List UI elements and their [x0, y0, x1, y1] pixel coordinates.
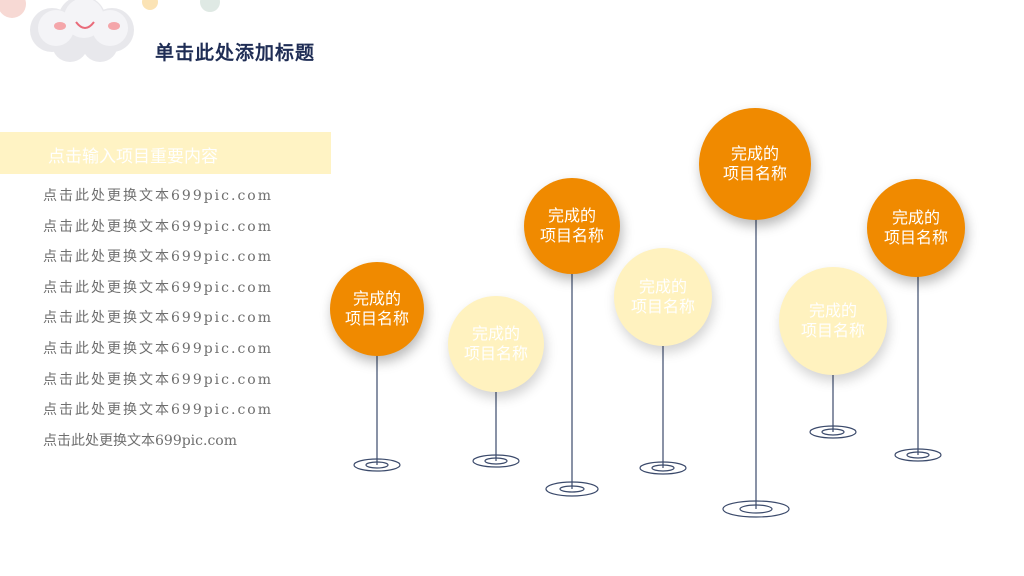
bubble-line-1: 完成的	[638, 277, 687, 296]
text-line[interactable]: 点击此处更换文本699pic.com	[43, 218, 273, 235]
base-ring	[639, 461, 687, 475]
bubble-line-1: 完成的	[547, 206, 596, 225]
text-list: 点击此处更换文本699pic.com 点击此处更换文本699pic.com 点击…	[43, 186, 273, 461]
project-bubble[interactable]: 完成的 项目名称	[614, 248, 712, 346]
base-ring	[484, 457, 508, 465]
project-bubble[interactable]: 完成的 项目名称	[330, 262, 424, 356]
bubble-line-1: 完成的	[808, 301, 857, 320]
base-ring	[365, 461, 389, 469]
text-line[interactable]: 点击此处更换文本699pic.com	[43, 279, 273, 296]
bubble-line-1: 完成的	[730, 144, 779, 163]
project-bubble[interactable]: 完成的 项目名称	[524, 178, 620, 274]
bubble-line-2: 项目名称	[539, 226, 604, 245]
base-ring	[651, 464, 675, 472]
base-ring	[559, 485, 585, 493]
base-ring	[894, 448, 942, 462]
project-bubble[interactable]: 完成的 项目名称	[448, 296, 544, 392]
bubble-line-2: 项目名称	[722, 164, 787, 183]
text-line[interactable]: 点击此处更换文本699pic.com	[43, 340, 273, 357]
base-ring	[739, 504, 773, 514]
base-ring	[722, 500, 790, 518]
base-ring	[821, 428, 845, 436]
text-line[interactable]: 点击此处更换文本699pic.com	[43, 249, 273, 266]
bubble-line-2: 项目名称	[344, 309, 409, 328]
bubble-line-1: 完成的	[352, 289, 401, 308]
page-title[interactable]: 单击此处添加标题	[155, 42, 316, 64]
content-banner: 点击输入项目重要内容	[0, 132, 331, 174]
base-ring	[472, 454, 520, 468]
project-bubble[interactable]: 完成的 项目名称	[779, 267, 887, 375]
text-line[interactable]: 点击此处更换文本699pic.com	[43, 310, 273, 327]
base-ring	[545, 481, 599, 497]
bubble-line-1: 完成的	[891, 208, 940, 227]
cloud-face-icon	[0, 0, 220, 62]
bubble-line-2: 项目名称	[800, 321, 865, 340]
banner-text[interactable]: 点击输入项目重要内容	[48, 147, 218, 167]
text-line[interactable]: 点击此处更换文本699pic.com	[43, 432, 237, 449]
text-line[interactable]: 点击此处更换文本699pic.com	[43, 402, 273, 419]
base-ring	[353, 458, 401, 472]
bubble-line-2: 项目名称	[463, 344, 528, 363]
text-line[interactable]: 点击此处更换文本699pic.com	[43, 188, 273, 204]
base-ring	[809, 425, 857, 439]
bubble-line-1: 完成的	[471, 324, 520, 343]
project-bubble[interactable]: 完成的 项目名称	[867, 179, 965, 277]
bubble-line-2: 项目名称	[883, 228, 948, 247]
base-ring	[906, 451, 930, 459]
bubble-line-2: 项目名称	[630, 297, 695, 316]
project-bubble[interactable]: 完成的 项目名称	[699, 108, 811, 220]
text-line[interactable]: 点击此处更换文本699pic.com	[43, 371, 273, 388]
